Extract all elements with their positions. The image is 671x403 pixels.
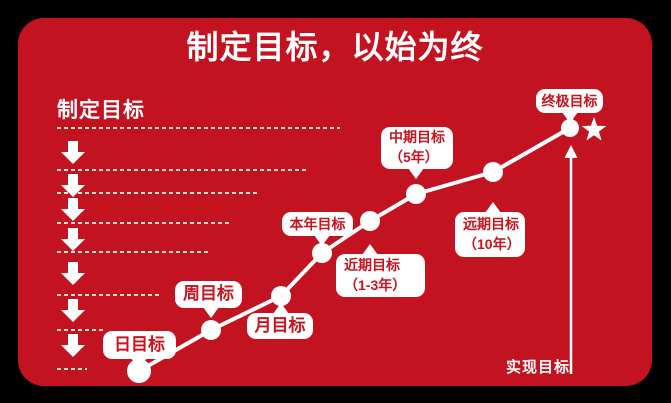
milestone-bubble: 日目标 xyxy=(103,331,176,369)
milestone-dot xyxy=(312,243,332,263)
milestone-dot xyxy=(561,119,579,137)
milestone-bubble: 远期目标 （10年） xyxy=(455,202,525,257)
milestone-bubble-label: 月目标 xyxy=(254,315,306,335)
achieve-goal-label: 实现目标 xyxy=(506,359,571,376)
down-arrow-icon xyxy=(61,262,85,285)
milestone-dot xyxy=(271,286,291,306)
down-arrow-icon xyxy=(61,299,85,322)
page-title: 制定目标，以始为终 xyxy=(186,29,484,65)
milestone-bubble: 月目标 xyxy=(247,303,313,339)
milestone-dot xyxy=(406,184,426,204)
down-arrow-icon xyxy=(61,228,85,251)
milestone-bubble-label: 中期目标 xyxy=(389,129,445,146)
milestone-bubble-label: 终极目标 xyxy=(541,92,598,109)
milestone-dot xyxy=(483,162,503,182)
down-arrow-icon xyxy=(61,174,85,197)
milestone-bubble: 周目标 xyxy=(175,281,242,318)
milestone-bubble-label: 本年目标 xyxy=(289,215,346,232)
milestone-bubble-label: 近期目标 xyxy=(344,256,400,273)
milestone-bubble: 本年目标 xyxy=(282,212,353,246)
bubble-tail xyxy=(203,307,219,318)
achieve-arrow-head xyxy=(564,145,578,158)
milestone-bubble: 终极目标 xyxy=(536,89,603,123)
bubble-tail xyxy=(314,235,330,246)
milestone-bubble-label: 周目标 xyxy=(183,284,234,304)
star-icon xyxy=(581,117,607,141)
trend-line xyxy=(138,126,571,373)
bubble-tail xyxy=(362,244,378,255)
milestone-bubble-label: 远期目标 xyxy=(463,215,519,232)
down-arrow-icon xyxy=(61,141,85,164)
bubble-tail xyxy=(485,202,501,213)
milestone-bubble: 中期目标 （5年） xyxy=(381,127,453,179)
bubble-tail xyxy=(408,168,424,179)
bubble-tail xyxy=(273,303,289,314)
down-arrow-icon xyxy=(61,334,85,357)
milestone-dot xyxy=(360,211,380,231)
bubble-tail xyxy=(131,358,147,369)
left-panel-heading: 制定目标 xyxy=(57,99,145,122)
milestone-bubble-label: 日目标 xyxy=(114,334,165,354)
milestone-bubble-label: （10年） xyxy=(463,235,521,252)
milestone-dot xyxy=(201,320,221,340)
infographic-card xyxy=(18,18,652,386)
milestone-bubble: 近期目标 （1-3年） xyxy=(336,244,425,297)
down-arrow-icon xyxy=(61,198,85,221)
milestone-bubble-label: （1-3年） xyxy=(344,276,407,293)
bubble-tail xyxy=(562,112,578,123)
milestone-bubble-label: （5年） xyxy=(389,149,439,165)
